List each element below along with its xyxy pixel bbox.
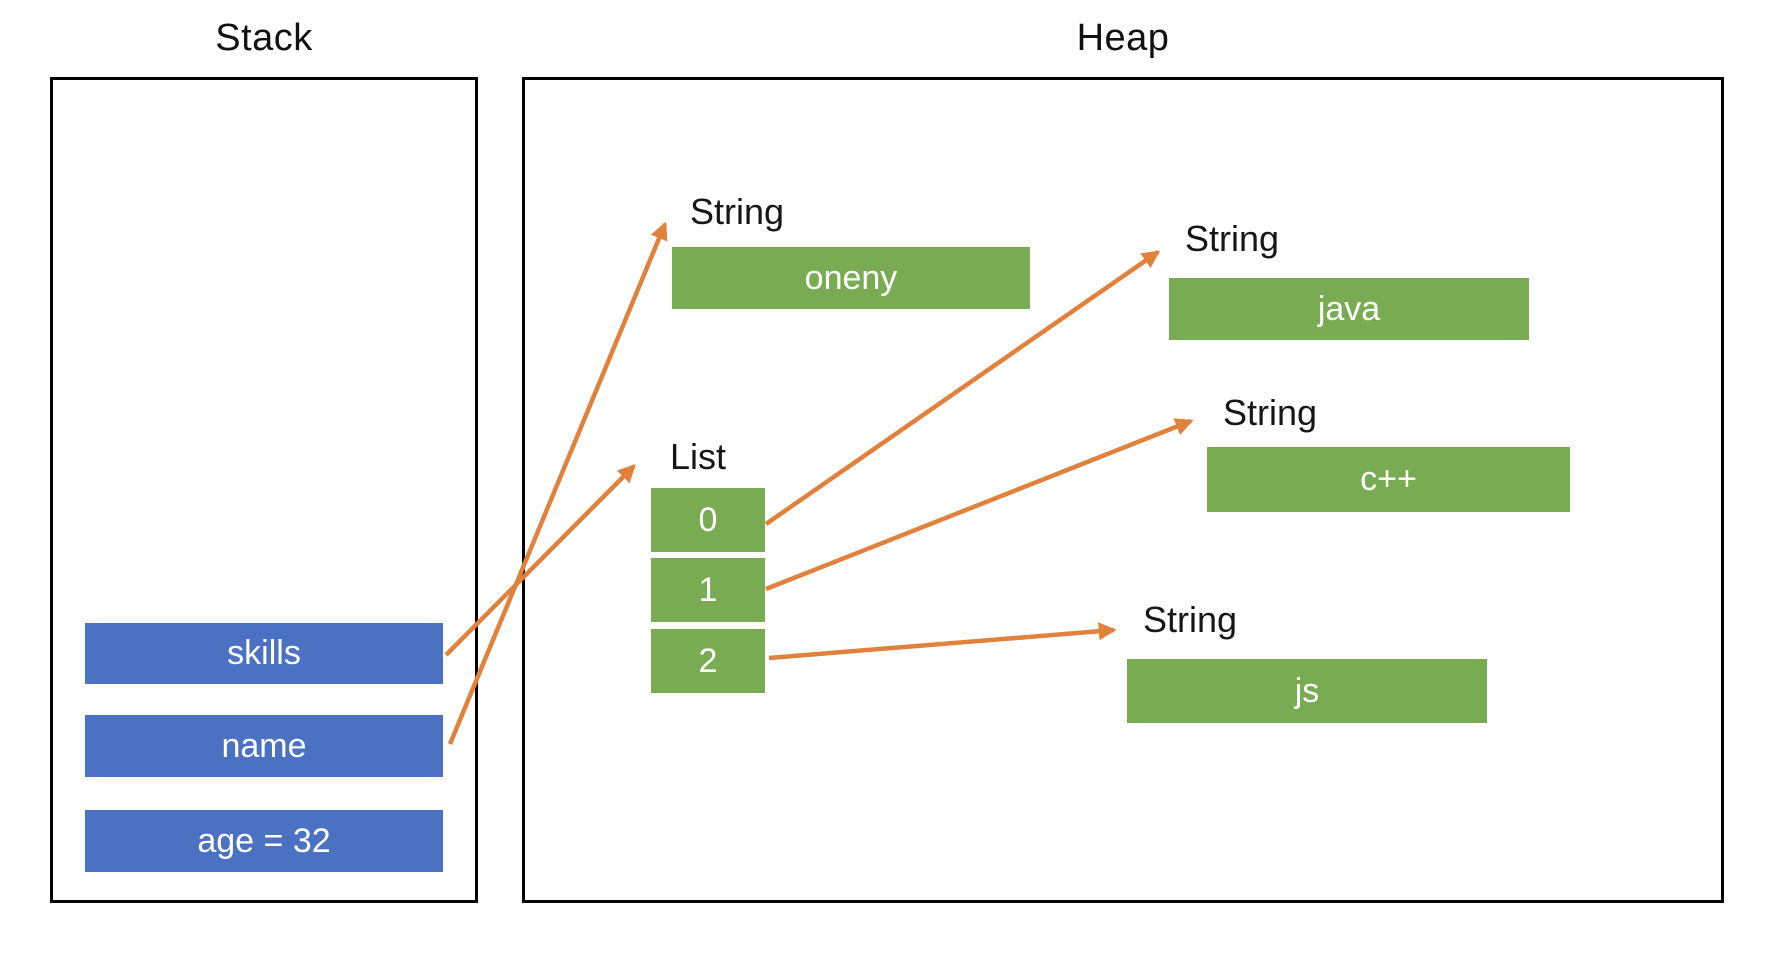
heap-type-label-list: List [670, 436, 727, 477]
heap-type-label-string-java: String [1185, 218, 1280, 259]
stack-title: Stack [215, 17, 313, 59]
heap-object-string-cpp: c++ [1207, 447, 1570, 512]
heap-object-string-java: java [1169, 278, 1529, 340]
list-cell-0: 0 [651, 488, 765, 552]
list-cell-2: 2 [651, 629, 765, 693]
heap-object-string-oneny: oneny [672, 247, 1030, 309]
stack-var-skills: skills [85, 623, 443, 684]
heap-type-label-string-oneny: String [690, 191, 785, 232]
stack-region-box [50, 77, 478, 903]
list-cell-1: 1 [651, 558, 765, 622]
stack-var-age: age = 32 [85, 810, 443, 872]
heap-type-label-string-cpp: String [1223, 392, 1318, 433]
heap-type-label-string-js: String [1143, 599, 1238, 640]
heap-object-string-js: js [1127, 659, 1487, 723]
stack-var-name: name [85, 715, 443, 777]
heap-title: Heap [1076, 17, 1170, 59]
